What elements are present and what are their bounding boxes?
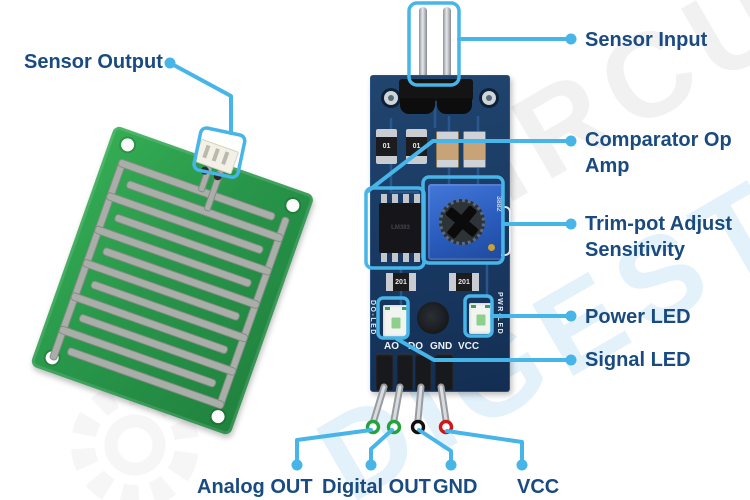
power-led-highlight-box [463,294,494,338]
silkscreen-vcc: VCC [458,341,480,352]
label-comparator: Comparator Op Amp [585,129,732,177]
silkscreen-do: DO [408,341,423,352]
trimpot-highlight-box [421,175,505,265]
smd-resistor: 01 [376,129,397,164]
input-header-black [437,98,472,114]
smd-marking: 201 [458,278,470,286]
label-sensor-output: Sensor Output [24,51,163,73]
sensor-input-highlight-box [407,1,461,87]
trimpot-marking: 3882 [495,196,502,212]
label-digital-out: Digital OUT [322,476,431,498]
led-mark [471,305,476,308]
comparator-ic: LM393 [379,203,422,253]
power-led [469,303,492,334]
input-header-black [400,98,435,114]
silkscreen-bracket [501,206,511,256]
pin-header [435,353,453,390]
signal-led-highlight-box [376,296,410,340]
ic-marking: LM393 [391,225,410,231]
module-pins [370,383,450,424]
led-mark [385,307,390,310]
ic-pin [403,194,409,203]
analog-out-callout-line [295,428,373,463]
label-signal-led: Signal LED [585,349,691,371]
callout-dot [565,354,577,366]
signal-led [383,305,409,337]
module-mounting-hole [479,88,499,108]
label-gnd: GND [433,476,478,498]
gnd-callout-line [417,428,453,463]
comparator-callout-line [366,139,570,193]
smd-resistor: 201 [449,273,479,291]
pin-header [397,353,413,390]
ic-pin [414,253,420,262]
ic-pin [403,253,409,262]
callout-dot [164,57,176,69]
led-mark [402,307,407,310]
callout-dot [565,33,577,45]
callout-dot [291,459,303,471]
callout-dot [445,459,457,471]
led-mark [485,305,490,308]
label-power-led: Power LED [585,306,691,328]
vcc-callout-line [445,429,524,463]
ic-pin [392,194,398,203]
smd-marking: 01 [382,143,391,150]
sensor-input-pin [443,7,451,81]
silkscreen-do-led: DO-LED [369,300,376,336]
pin-header [376,353,393,390]
callout-dot [565,310,577,322]
module-center-hole [417,302,449,334]
label-vcc: VCC [517,476,560,498]
ic-pin [381,194,387,203]
callout-dot [565,218,577,230]
silkscreen-ao: AO [384,341,399,352]
ic-pin [414,194,420,203]
sensor-input-pin [419,7,427,81]
smd-marking: 201 [395,278,407,286]
callout-dot [565,135,577,147]
ic-pin [381,253,387,262]
label-analog-out: Analog OUT [197,476,313,498]
silkscreen-gnd: GND [430,341,453,352]
trimpot-gold-dot [488,244,495,251]
led-chip [391,317,401,329]
ic-pin [392,253,398,262]
rain-sensor-plate [29,125,315,437]
sensor-output-callout-line [168,61,233,135]
led-chip [476,314,485,326]
label-trimpot: Trim-pot Adjust Sensitivity [585,213,733,261]
label-sensor-input: Sensor Input [585,29,708,51]
module-mounting-hole [381,88,401,108]
signal-led-callout-line [395,337,570,362]
trimpot: 3882 [428,184,503,260]
sensor-output-highlight-box [192,126,247,179]
digital-out-callout-line [369,428,394,463]
callout-dot [365,459,377,471]
comparator-highlight-box [364,186,426,270]
smd-resistor: 201 [386,273,416,291]
callout-dot [516,459,528,471]
sensor-trace-pattern [49,158,290,409]
smd-marking: 01 [412,143,421,150]
watermark-gear-icon [71,381,199,500]
pin-header [415,353,431,390]
silkscreen-pwr-led: PWR-LED [496,292,503,336]
